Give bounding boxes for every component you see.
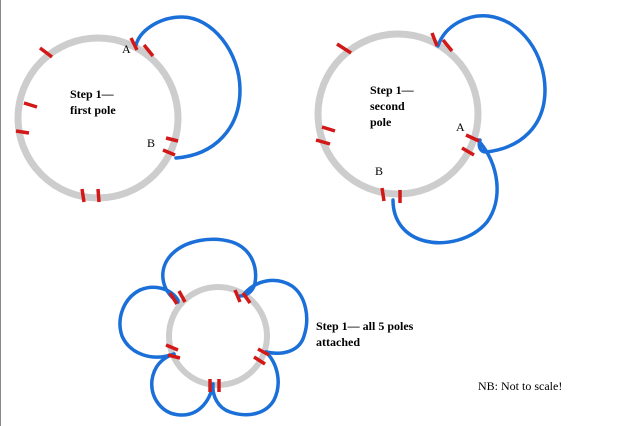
ring-tick [177, 290, 187, 303]
ring-tick [80, 188, 86, 203]
step3-caption-line2: attached [316, 335, 360, 349]
ring-tick [321, 125, 336, 133]
step2-caption: Step 1— second pole [370, 82, 414, 130]
ring-1-ticks [15, 37, 179, 203]
ring-2-ticks [315, 32, 480, 203]
diagram-step1 [14, 15, 242, 203]
ring-tick [465, 133, 480, 143]
ring-tick [253, 355, 266, 366]
step3-caption: Step 1— all 5 poles attached [316, 318, 413, 350]
ring-tick [129, 37, 139, 51]
ring-tick [23, 101, 38, 109]
ring-tick [441, 38, 454, 53]
ring-3-ticks [165, 289, 270, 392]
pole-2-second-loop [391, 138, 499, 245]
step1-caption-line2: first pole [70, 103, 116, 117]
ring-tick [162, 148, 176, 157]
step2-caption-line3: pole [370, 115, 392, 129]
ring-tick [167, 353, 181, 360]
step2-caption-line1: Step 1— [370, 83, 414, 97]
pole-3-loop-left [118, 285, 180, 359]
ring-tick [96, 188, 101, 203]
step2-label-b: B [375, 164, 384, 178]
pole-3-loop-right [242, 278, 309, 355]
ring-tick [380, 187, 386, 202]
ring-tick [168, 292, 179, 305]
ring-tick [430, 32, 439, 47]
pole-3-loop-top [161, 237, 258, 304]
step2-label-a: A [456, 120, 465, 134]
ring-tick [165, 343, 179, 352]
ring-tick [336, 42, 352, 55]
ring-tick [257, 347, 270, 357]
pole-3-loops [118, 237, 309, 417]
pole-3-loop-bottom-left [150, 352, 215, 417]
step1-caption: Step 1— first pole [70, 86, 116, 118]
ring-tick [461, 146, 475, 157]
step1-caption-line1: Step 1— [70, 87, 114, 101]
ring-tick [15, 129, 30, 135]
ring-tick [38, 46, 54, 59]
left-border [0, 0, 1, 426]
ring-tick [233, 289, 242, 303]
step3-caption-line1: Step 1— all 5 poles [316, 319, 414, 333]
ring-tick [315, 138, 331, 146]
diagram-step3 [118, 237, 309, 417]
diagram-step2 [314, 14, 547, 245]
ring-2 [314, 30, 482, 198]
ring-tick [142, 43, 155, 58]
step2-caption-line2: second [370, 99, 405, 113]
pole-3-loop-bottom-right [211, 350, 280, 417]
step1-label-b: B [147, 136, 156, 150]
pole-2-first-loop [436, 14, 547, 154]
ring-tick [241, 291, 252, 305]
ring-tick [165, 136, 179, 143]
step1-label-a: A [122, 42, 131, 56]
scale-note: NB: Not to scale! [478, 379, 563, 393]
ring-1 [14, 34, 182, 202]
pole-1-loop [134, 15, 242, 160]
